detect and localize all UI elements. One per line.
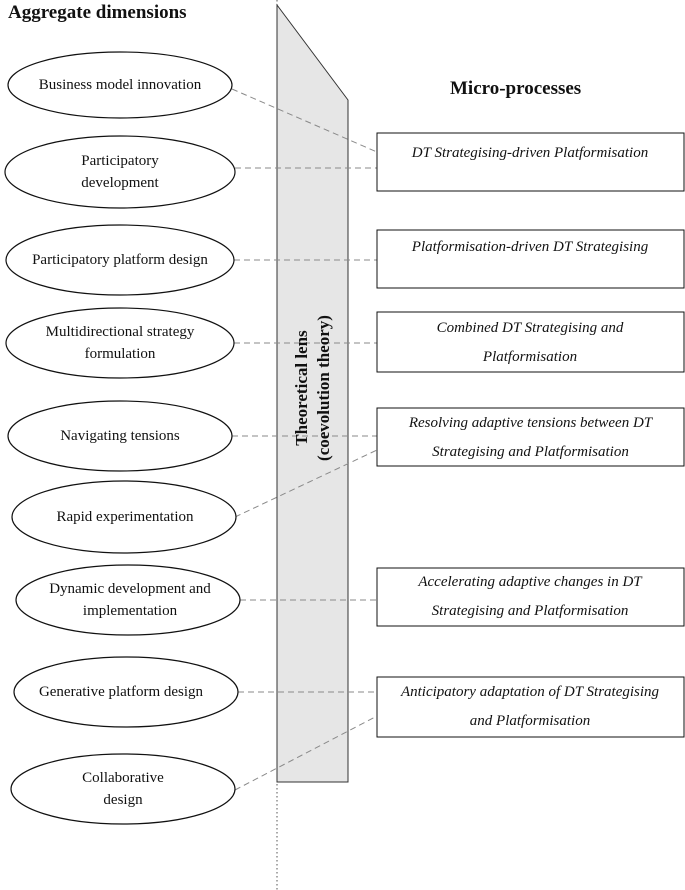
- dimension-label-8: Generative platform design: [38, 684, 204, 700]
- dimension-ellipse-6: [11, 480, 237, 554]
- dimension-label-5: Navigating tensions: [60, 428, 180, 444]
- process-label-3: Combined DT Strategising and Platformisa…: [436, 320, 624, 365]
- connector-9: [234, 715, 378, 791]
- dimension-label-2: Participatory development: [81, 153, 159, 191]
- dimension-label-1: Business model innovation: [38, 77, 202, 93]
- process-box-6: [376, 676, 685, 738]
- process-box-2: [376, 229, 685, 289]
- dimension-label-3: Participatory platform design: [32, 252, 208, 268]
- dimension-ellipse-9: [10, 753, 236, 825]
- dimension-ellipse-8: [13, 656, 239, 728]
- dimension-ellipse-4: [5, 307, 235, 379]
- process-box-3: [376, 311, 685, 373]
- dimension-ellipse-2: [4, 135, 236, 209]
- heading-aggregate-dimensions: Aggregate dimensions: [8, 2, 187, 23]
- process-label-5: Accelerating adaptive changes in DT Stra…: [418, 574, 642, 619]
- process-box-1: [376, 132, 685, 192]
- lens-label: Theoretical lens (coevolution theory): [291, 288, 335, 488]
- process-box-4: [376, 407, 685, 467]
- lens-label-line1: Theoretical lens: [292, 330, 311, 446]
- dimension-label-7: Dynamic development and implementation: [49, 581, 211, 619]
- connector-6: [234, 449, 378, 518]
- dimension-label-4: Multidirectional strategy formulation: [45, 324, 195, 362]
- dimension-label-6: Rapid experimentation: [56, 509, 194, 525]
- lens-label-line2: (coevolution theory): [314, 315, 333, 461]
- dimension-ellipse-7: [15, 564, 241, 636]
- process-label-1: DT Strategising-driven Platformisation: [411, 144, 649, 161]
- process-label-4: Resolving adaptive tensions between DT S…: [408, 415, 653, 460]
- lens-shape: [276, 3, 349, 783]
- dimension-ellipse-5: [7, 400, 233, 472]
- dimension-ellipse-1: [7, 51, 233, 119]
- process-box-5: [376, 567, 685, 627]
- heading-micro-processes: Micro-processes: [450, 78, 582, 99]
- connector-1: [231, 88, 378, 153]
- dimension-ellipse-3: [5, 224, 235, 296]
- process-label-6: Anticipatory adaptation of DT Strategisi…: [400, 684, 660, 729]
- dimension-label-9: Collaborative design: [82, 770, 164, 808]
- process-label-2: Platformisation-driven DT Strategising: [411, 238, 649, 255]
